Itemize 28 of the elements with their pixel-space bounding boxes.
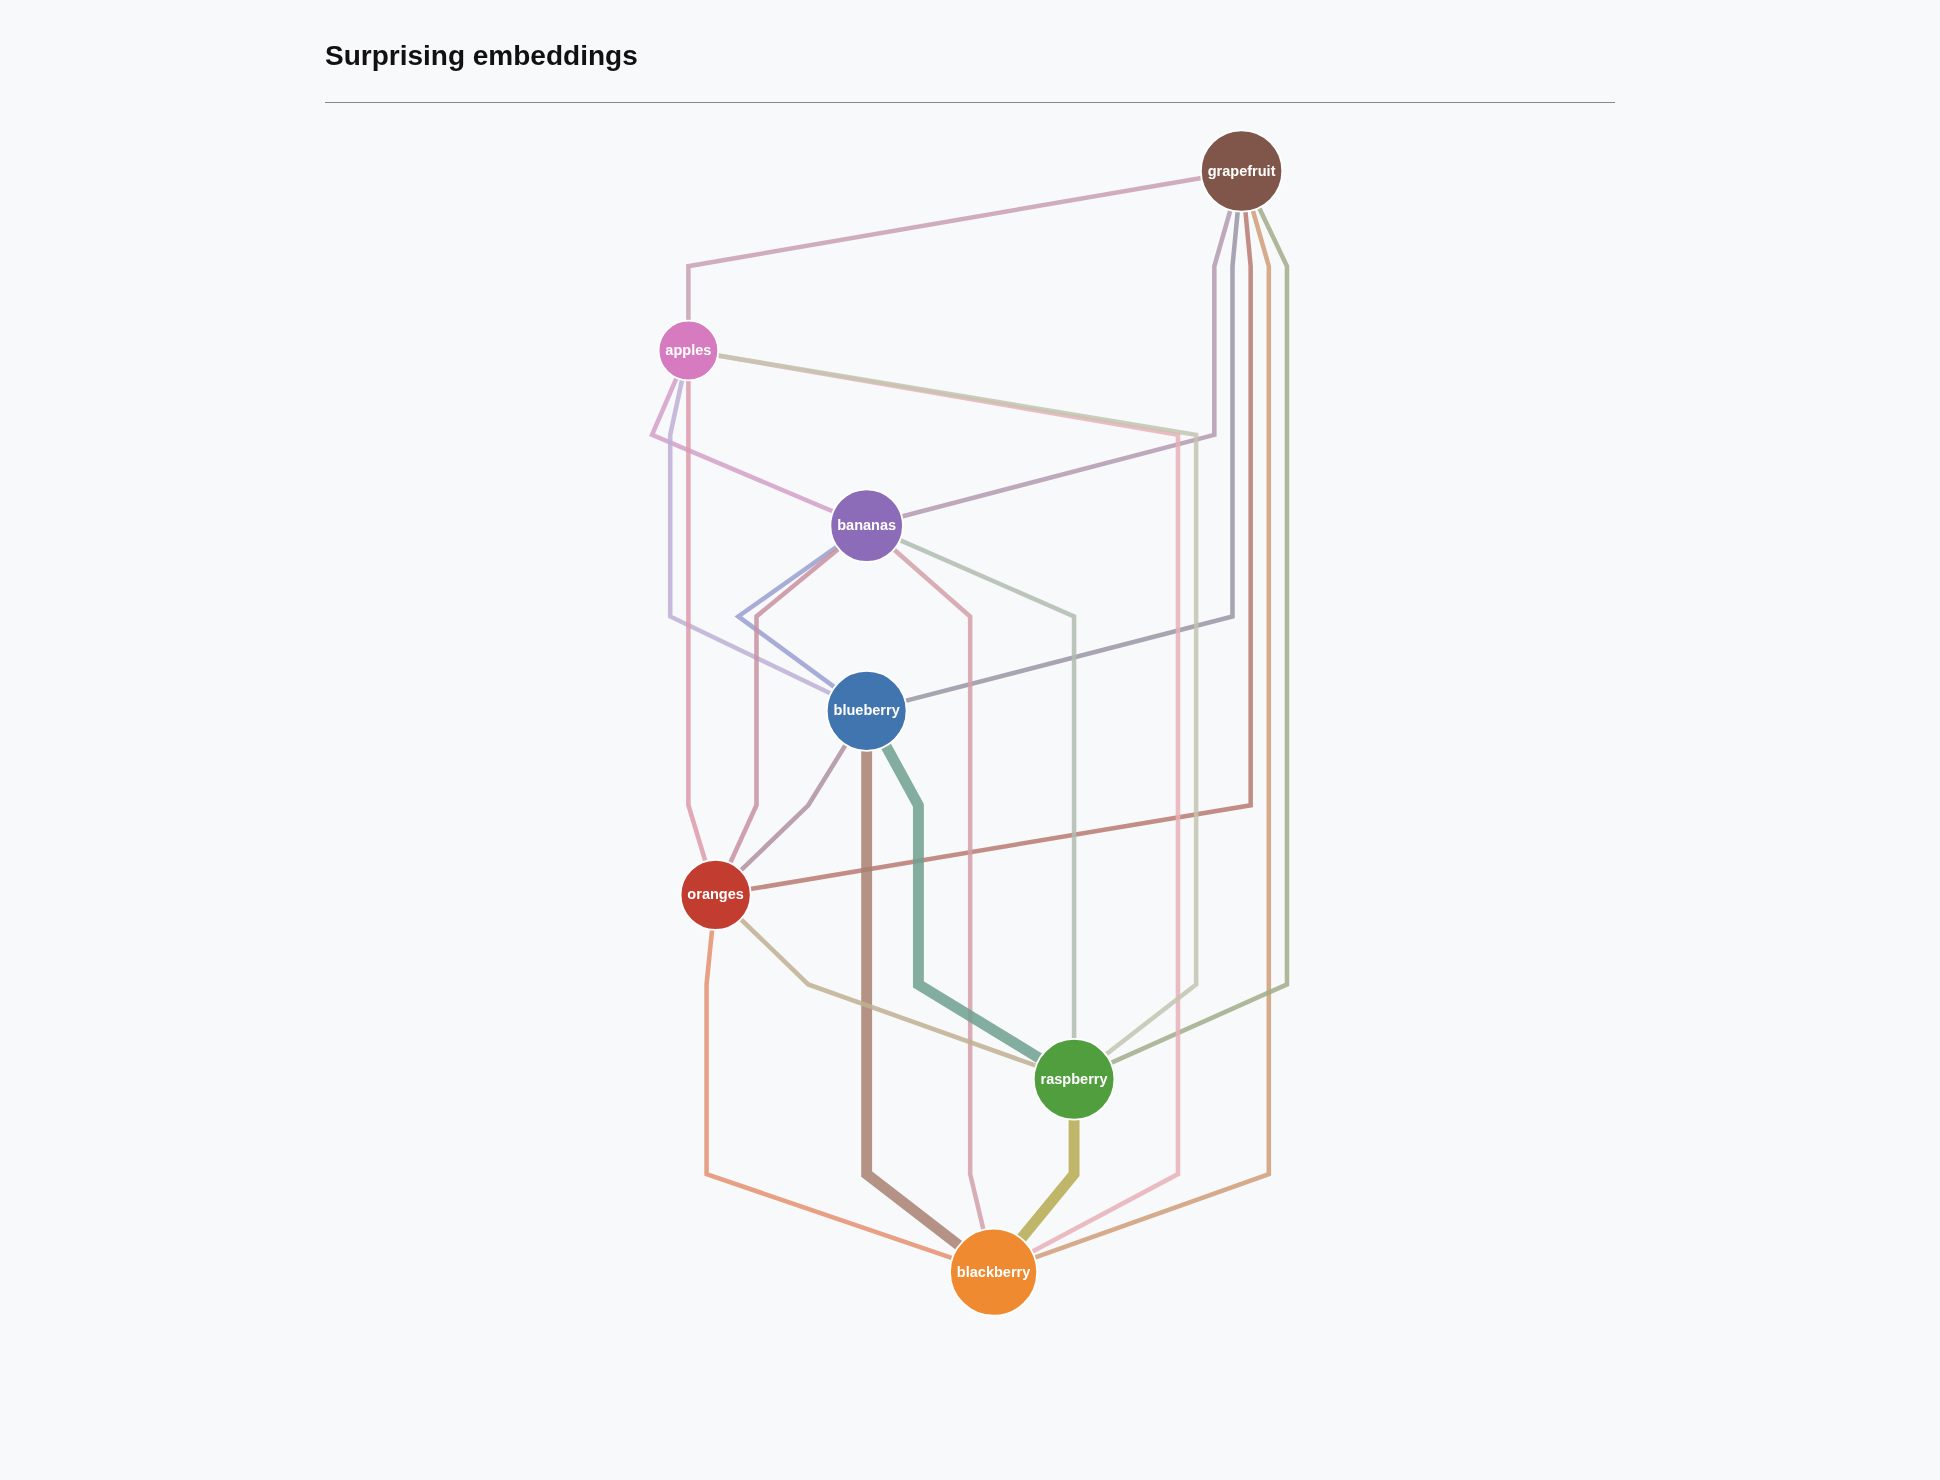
connector [717,353,1199,1057]
connector [704,929,954,1261]
connector [686,175,1203,321]
node-circle: blueberry [826,670,908,752]
node-circle: blackberry [949,1227,1039,1317]
node-circle: grapefruit [1200,129,1284,213]
connector [892,547,987,1231]
connector [739,743,849,873]
connector [1110,206,1290,1065]
connector [649,377,835,514]
node-circle: raspberry [1033,1038,1116,1121]
connector [750,211,1254,892]
connector [728,546,841,864]
connector [668,379,833,696]
connector [899,538,1077,1039]
node-circle: bananas [829,488,905,563]
node-circle: oranges [680,858,753,931]
connector [861,750,963,1250]
connector [881,743,1043,1063]
connector [901,209,1234,519]
node-circle: apples [658,319,720,382]
connector [1017,1119,1080,1242]
diagram-title: Surprising embeddings [325,40,638,72]
connector [734,544,839,690]
connector [739,917,1038,1068]
connector [1034,209,1272,1260]
connector [686,380,709,862]
connector [905,211,1241,704]
